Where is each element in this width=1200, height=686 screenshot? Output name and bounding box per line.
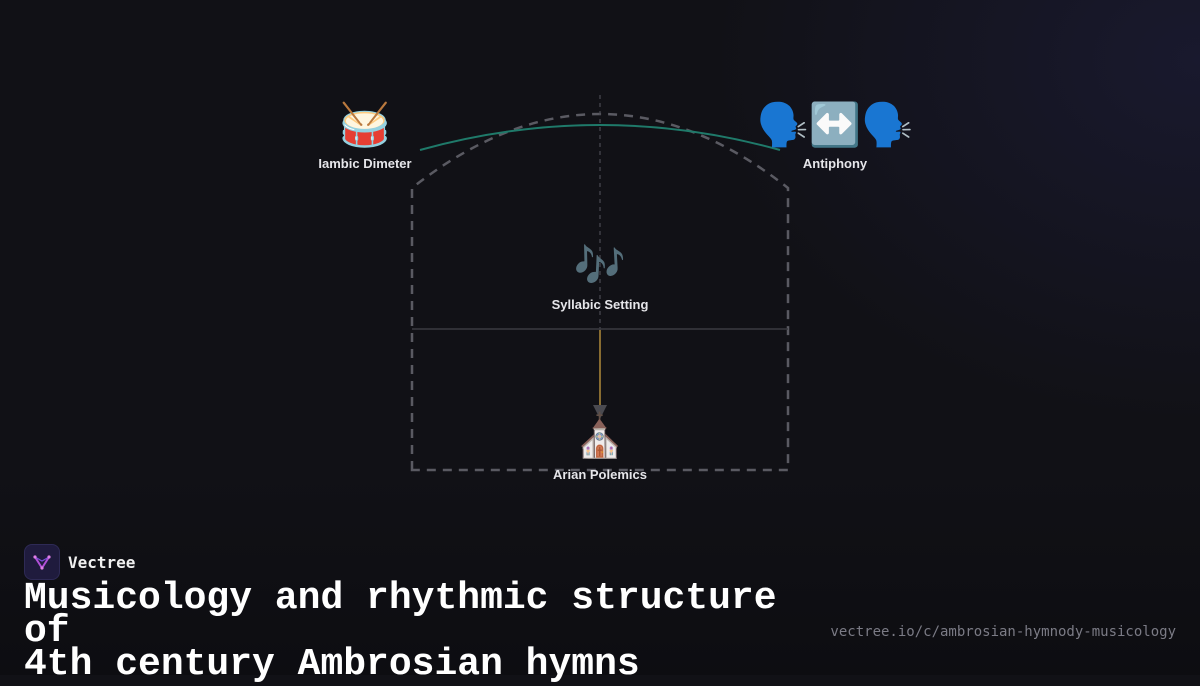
arch-frame [410, 112, 790, 472]
brand[interactable]: Vectree [24, 544, 135, 580]
node-arian-polemics[interactable]: ⛪ Arian Polemics [553, 411, 647, 482]
vectree-logo-icon [24, 544, 60, 580]
node-label: Antiphony [802, 156, 868, 171]
node-antiphony[interactable]: 🗣️↔️🗣️ Antiphony [757, 100, 914, 171]
antiphony-speaking-heads-icon: 🗣️↔️🗣️ [756, 101, 914, 148]
drum-icon: 🥁 [338, 101, 392, 148]
node-label: Arian Polemics [553, 467, 647, 482]
node-label: Iambic Dimeter [318, 156, 412, 171]
title-line-1: Musicology and rhythmic structure of [24, 577, 777, 653]
arrow-head-icon [593, 405, 607, 419]
brand-name: Vectree [68, 552, 136, 572]
page-title: Musicology and rhythmic structure of 4th… [24, 577, 824, 686]
iambic-antiphony-connector [419, 124, 781, 151]
node-label: Syllabic Setting [551, 297, 649, 312]
node-syllabic-setting[interactable]: 🎶 Syllabic Setting [552, 241, 649, 312]
musical-notes-icon: 🎶 [573, 242, 627, 289]
node-iambic-dimeter[interactable]: 🥁 Iambic Dimeter [318, 100, 411, 171]
title-line-2: 4th century Ambrosian hymns [24, 643, 640, 686]
church-icon: ⛪ [573, 412, 627, 459]
footer-url-link[interactable]: vectree.io/c/ambrosian-hymnody-musicolog… [830, 624, 1176, 640]
